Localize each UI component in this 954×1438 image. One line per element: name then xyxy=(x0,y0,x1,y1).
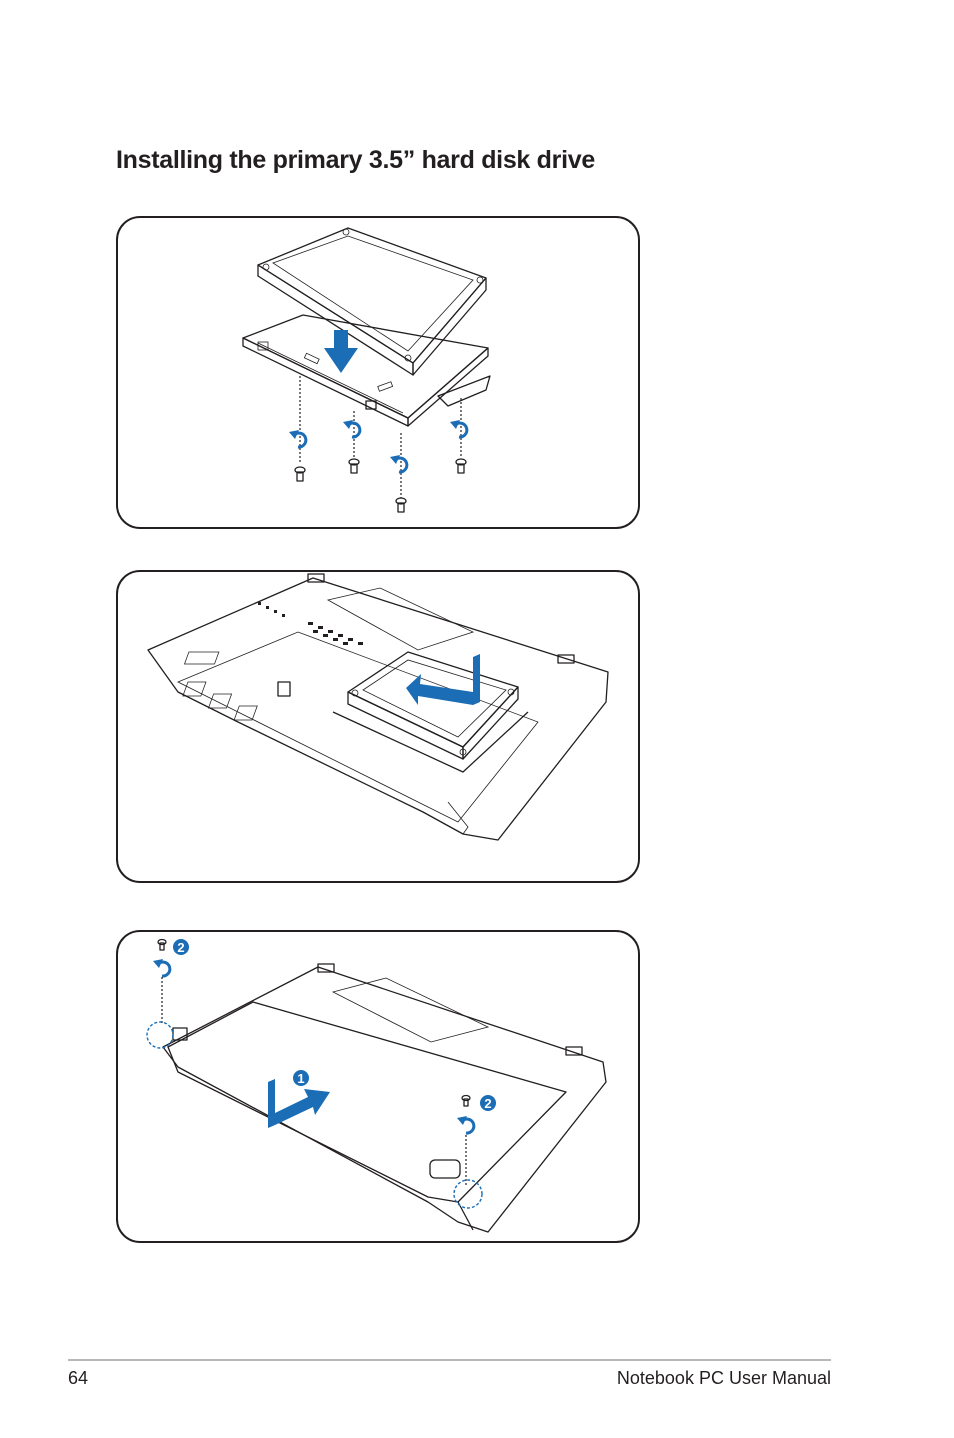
bracket xyxy=(242,314,491,427)
svg-text:1: 1 xyxy=(297,1071,304,1086)
svg-text:2: 2 xyxy=(177,940,184,955)
insert-arrow-icon xyxy=(406,654,480,705)
footer-title: Notebook PC User Manual xyxy=(616,1368,831,1388)
screw-icon xyxy=(157,938,167,951)
hard-disk-drive xyxy=(332,651,529,773)
page-title: Installing the primary 3.5” hard disk dr… xyxy=(116,146,595,174)
footer-divider xyxy=(68,1359,831,1361)
screw-icon xyxy=(455,458,467,474)
step-badge-2: 2 xyxy=(173,939,189,955)
figure-hdd-into-bracket xyxy=(116,216,640,529)
screw-icon xyxy=(294,466,306,482)
rotate-arrow-icon xyxy=(153,959,172,978)
rotate-arrow-icon xyxy=(289,430,308,449)
figure-replace-cover: 1 2 2 xyxy=(116,930,640,1243)
down-arrow-icon xyxy=(324,330,358,373)
compartment-cover xyxy=(167,1001,567,1231)
notebook-underside xyxy=(147,573,609,841)
hard-disk-drive xyxy=(257,227,487,376)
rotate-arrow-icon xyxy=(450,420,469,439)
svg-text:2: 2 xyxy=(484,1096,491,1111)
step-badge-2: 2 xyxy=(480,1095,496,1111)
slide-arrow-icon xyxy=(268,1079,330,1128)
rotate-arrow-icon xyxy=(343,420,362,439)
screw-icon xyxy=(348,458,360,474)
page-number: 64 xyxy=(68,1368,89,1388)
screw-icon xyxy=(461,1094,471,1107)
notebook-underside xyxy=(162,963,607,1233)
rotate-arrow-icon xyxy=(457,1116,476,1135)
rotate-arrow-icon xyxy=(390,455,409,474)
screw-icon xyxy=(395,497,407,513)
step-badge-1: 1 xyxy=(293,1070,309,1086)
figure-hdd-into-bay xyxy=(116,570,640,883)
